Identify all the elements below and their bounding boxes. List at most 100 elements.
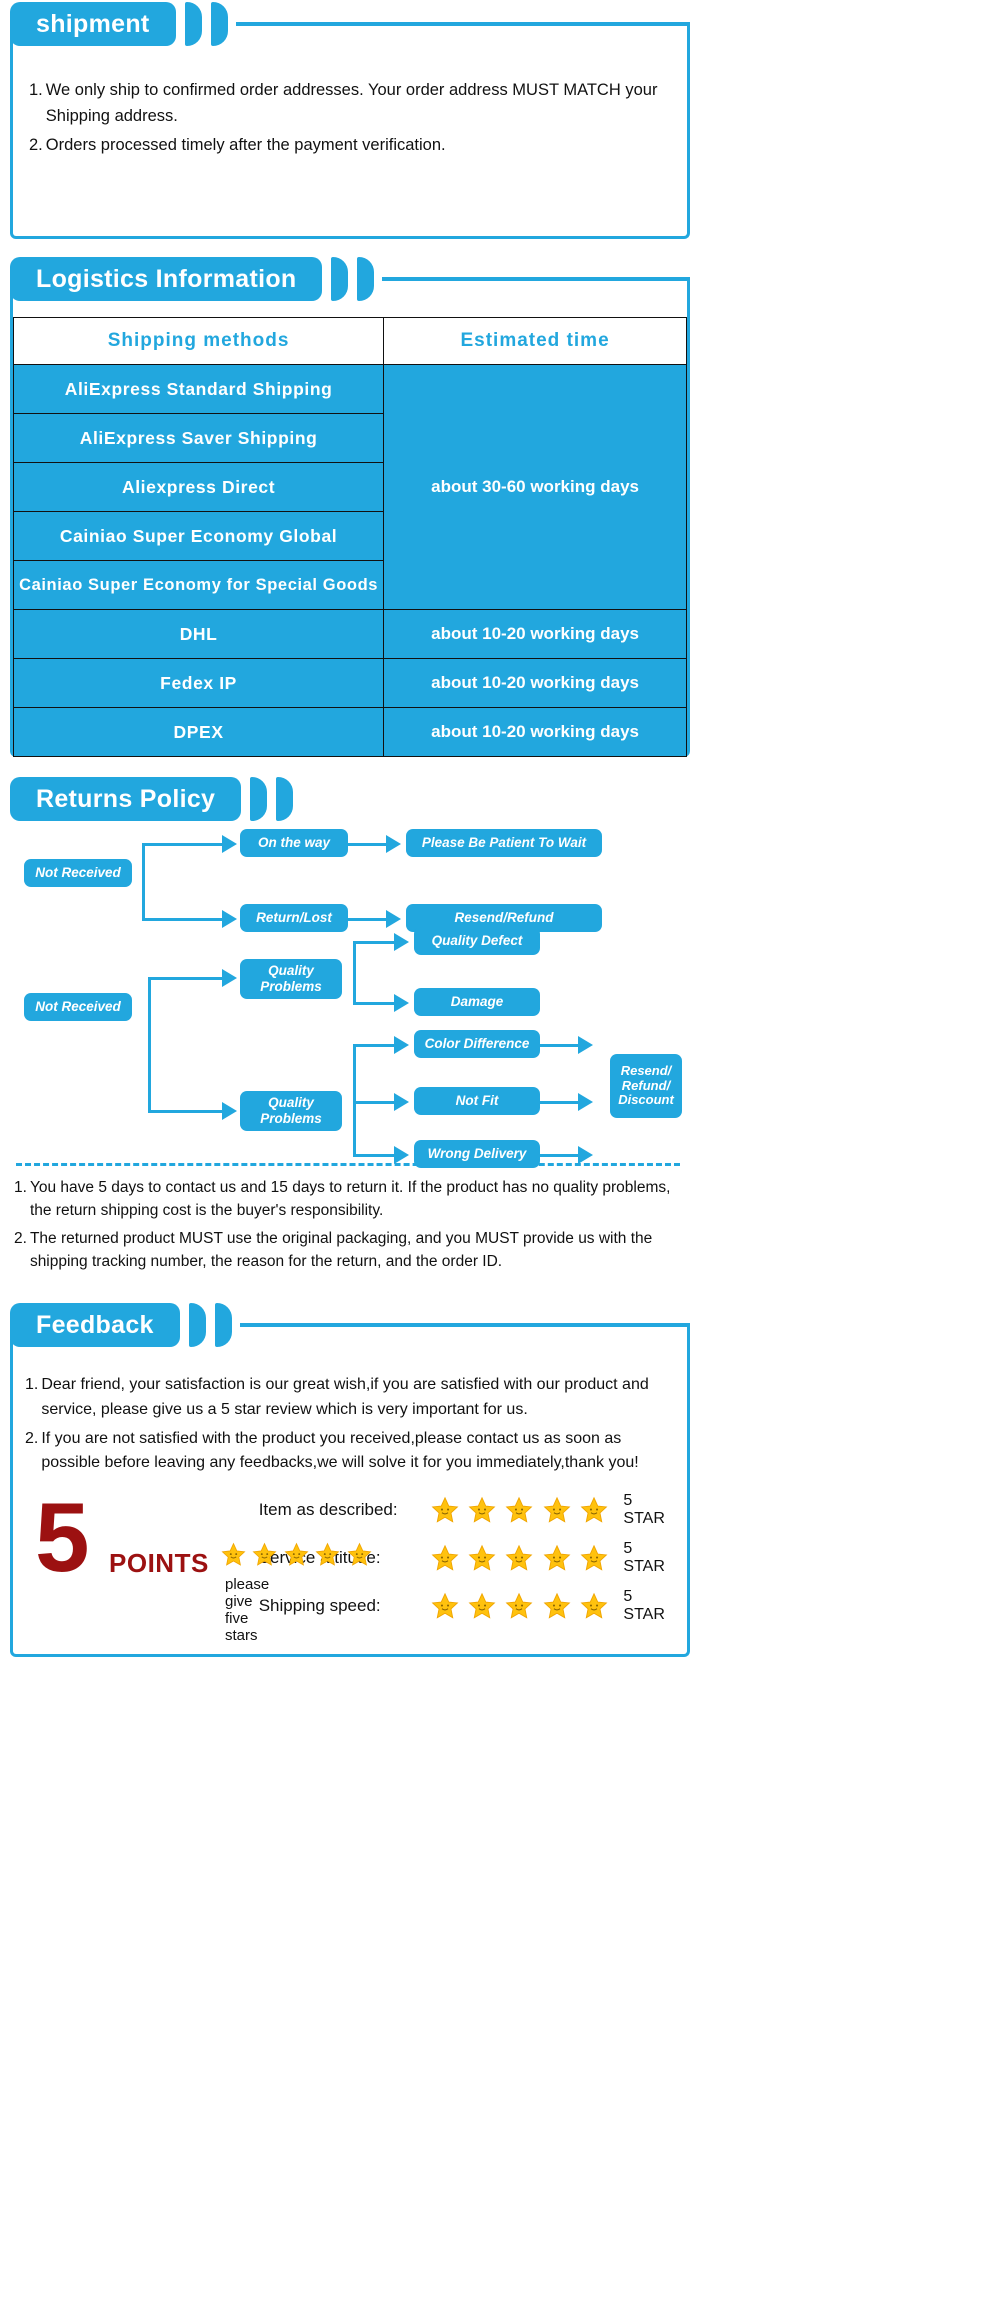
flow-arrow-icon	[394, 994, 409, 1012]
flow-node-wrong-delivery: Wrong Delivery	[414, 1140, 540, 1168]
flow-node-not-fit: Not Fit	[414, 1087, 540, 1115]
flow-connector	[353, 941, 356, 1005]
star-icon	[284, 1542, 309, 1567]
flow-node-damage: Damage	[414, 988, 540, 1016]
flow-arrow-icon	[394, 1036, 409, 1054]
rating-value: 5 STAR	[623, 1492, 665, 1528]
rating-row: Shipping speed: 5 STAR	[259, 1588, 675, 1624]
returns-header: Returns Policy	[10, 775, 690, 823]
flow-connector	[148, 977, 224, 980]
cell-method: Cainiao Super Economy Global	[12, 511, 385, 561]
flow-node-quality-problems-2: Quality Problems	[240, 1091, 342, 1131]
flow-connector	[348, 843, 390, 846]
rating-star-row	[431, 1592, 614, 1620]
star-icon	[468, 1544, 496, 1572]
flow-arrow-icon	[578, 1093, 593, 1111]
list-item: 2. If you are not satisfied with the pro…	[25, 1427, 675, 1477]
flow-connector	[353, 941, 397, 944]
logo-number: 5	[35, 1482, 90, 1593]
list-item: 2. Orders processed timely after the pay…	[29, 133, 671, 159]
list-text: The returned product MUST use the origin…	[29, 1229, 653, 1270]
logistics-title: Logistics Information	[10, 257, 323, 301]
star-icon	[315, 1542, 340, 1567]
list-number: 1.	[29, 81, 43, 99]
ribbon-pill-icon	[357, 257, 375, 301]
list-number: 2.	[29, 136, 43, 155]
star-icon	[431, 1496, 459, 1524]
table-row: DHL about 10-20 working days	[12, 609, 687, 659]
table-row: AliExpress Saver Shipping	[12, 413, 687, 463]
table-row: DPEX about 10-20 working days	[12, 707, 687, 757]
logistics-table-wrap: Shipping methods Estimated time AliExpre…	[12, 311, 687, 757]
flow-connector	[353, 1002, 397, 1005]
feedback-header: Feedback	[10, 1301, 690, 1349]
column-header-method: Shipping methods	[12, 317, 385, 365]
list-text: If you are not satisfied with the produc…	[41, 1429, 639, 1472]
rating-area: 5 POINTS please give five stars	[25, 1488, 675, 1644]
cell-time: about 10-20 working days	[383, 609, 687, 659]
list-number: 2.	[14, 1229, 27, 1247]
returns-flowchart: Not Received On the way Please Be Patien…	[10, 829, 690, 1168]
table-row: Aliexpress Direct	[12, 462, 687, 512]
flow-connector	[142, 843, 224, 846]
cell-method: Cainiao Super Economy for Special Goods	[12, 560, 385, 610]
table-row: Fedex IP about 10-20 working days	[12, 658, 687, 708]
star-icon	[580, 1592, 608, 1620]
shipment-list: 1. We only ship to confirmed order addre…	[29, 78, 671, 159]
star-icon	[505, 1496, 533, 1524]
five-points-logo: 5 POINTS please give five stars	[25, 1488, 372, 1644]
feedback-body-frame: 1. Dear friend, your satisfaction is our…	[10, 1325, 690, 1658]
cell-method: AliExpress Standard Shipping	[12, 364, 385, 414]
rating-value: 5 STAR	[623, 1588, 665, 1624]
logistics-header: Logistics Information	[10, 255, 690, 303]
flow-connector	[348, 918, 390, 921]
flow-connector	[353, 1044, 356, 1156]
flow-arrow-icon	[386, 835, 401, 853]
table-row: AliExpress Standard Shipping about 30-60…	[12, 364, 687, 610]
flow-node-quality-problems-1: Quality Problems	[240, 959, 342, 999]
flow-node-not-received-1: Not Received	[24, 859, 132, 887]
cell-method: Aliexpress Direct	[12, 462, 385, 512]
flow-connector	[142, 843, 145, 921]
list-text: You have 5 days to contact us and 15 day…	[29, 1179, 671, 1220]
feedback-section: Feedback 1. Dear friend, your satisfacti…	[10, 1301, 690, 1658]
flow-arrow-icon	[222, 835, 237, 853]
flow-arrow-icon	[578, 1146, 593, 1164]
star-icon	[580, 1496, 608, 1524]
logistics-section: Logistics Information Shipping methods E…	[10, 255, 690, 757]
table-header-row: Shipping methods Estimated time	[12, 317, 687, 365]
rating-label: Item as described:	[258, 1500, 398, 1520]
ribbon-pill-icon	[331, 257, 349, 301]
ribbon-pill-icon	[184, 2, 202, 46]
flow-node-please-wait: Please Be Patient To Wait	[406, 829, 602, 857]
list-text: We only ship to confirmed order addresse…	[45, 81, 658, 125]
ribbon-pill-icon	[188, 1303, 206, 1347]
column-header-time: Estimated time	[383, 317, 687, 365]
ribbon-pill-icon	[214, 1303, 232, 1347]
flow-arrow-icon	[394, 933, 409, 951]
list-number: 1.	[25, 1376, 39, 1393]
logo-points-label: POINTS	[109, 1548, 209, 1579]
flow-connector	[540, 1101, 582, 1104]
flow-connector	[148, 1110, 224, 1113]
logistics-body-frame: Shipping methods Estimated time AliExpre…	[10, 279, 690, 757]
star-icon	[543, 1544, 571, 1572]
ribbon-pill-icon	[210, 2, 228, 46]
feedback-body: 1. Dear friend, your satisfaction is our…	[13, 1359, 687, 1654]
ribbon-rule	[382, 277, 690, 281]
star-icon	[543, 1592, 571, 1620]
star-icon	[468, 1496, 496, 1524]
cell-method: Fedex IP	[12, 658, 385, 708]
logo-caption: please give five stars	[225, 1576, 270, 1645]
star-icon	[347, 1542, 372, 1567]
rating-star-row	[431, 1544, 614, 1572]
ribbon-pill-icon	[250, 777, 268, 821]
star-icon	[431, 1544, 459, 1572]
cell-time: about 10-20 working days	[383, 658, 687, 708]
shipment-body: 1. We only ship to confirmed order addre…	[13, 60, 687, 191]
cell-method: DPEX	[12, 707, 385, 757]
star-icon	[505, 1592, 533, 1620]
feedback-list: 1. Dear friend, your satisfaction is our…	[25, 1373, 675, 1476]
flow-node-quality-defect: Quality Defect	[414, 927, 540, 955]
feedback-title: Feedback	[10, 1303, 180, 1347]
